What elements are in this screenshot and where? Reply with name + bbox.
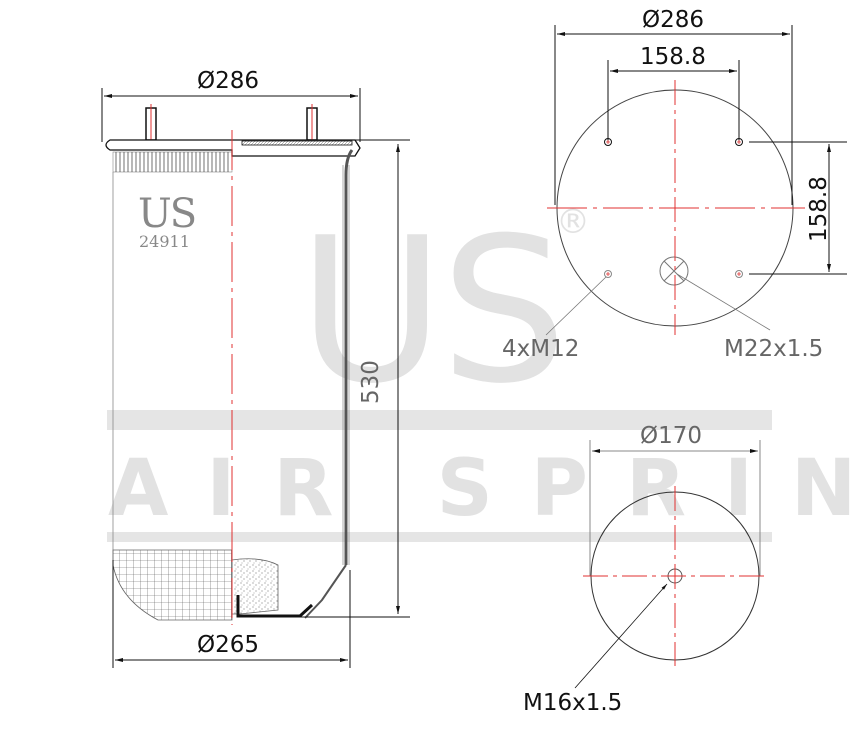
piston-view: [574, 440, 767, 689]
bolt-spacing-horizontal-label: 158.8: [640, 44, 706, 70]
bolt-spacing-vertical-label: 158.8: [806, 176, 832, 242]
watermark-bar-top: [107, 410, 772, 430]
piston-diameter-label: Ø170: [640, 423, 703, 449]
top-plate-view: [545, 25, 847, 336]
thread-callout-label: M16x1.5: [523, 690, 623, 716]
watermark-registered: ®: [556, 202, 590, 242]
side-height-label: 530: [358, 360, 384, 404]
side-view: [101, 88, 410, 668]
side-top-diameter-label: Ø286: [197, 68, 260, 94]
part-number: 24911: [139, 232, 190, 251]
watermark-bar-bottom: [107, 532, 772, 542]
plate-diameter-label: Ø286: [642, 7, 705, 33]
bolt-callout-label: 4xM12: [502, 336, 580, 362]
air-inlet-callout-label: M22x1.5: [724, 336, 824, 362]
side-bottom-diameter-label: Ø265: [197, 632, 260, 658]
brand-mark: US: [138, 191, 197, 237]
